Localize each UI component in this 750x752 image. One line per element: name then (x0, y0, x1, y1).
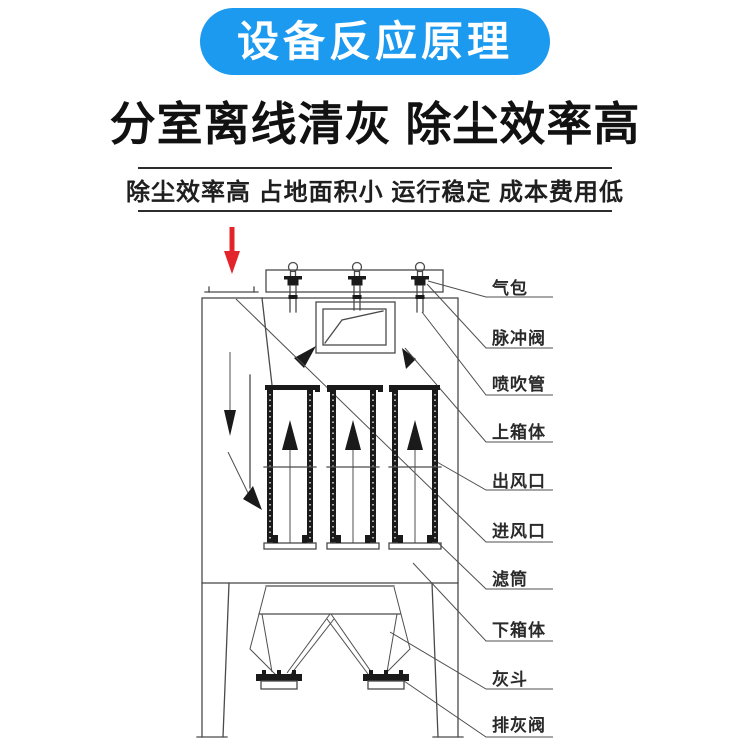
label-air-outlet: 出风口 (492, 472, 546, 491)
pulse-valve-3 (411, 261, 429, 313)
headline: 分室离线清灰 除尘效率高 (109, 98, 641, 150)
label-pulse-valve: 脉冲阀 (492, 329, 546, 348)
filter-cartridge-1 (263, 385, 320, 550)
label-filter-cartridge: 滤筒 (492, 570, 528, 589)
label-ash-hopper: 灰斗 (492, 670, 528, 689)
main-casing (201, 297, 459, 584)
outlet-window (315, 301, 396, 354)
label-air-reservoir: 气包 (492, 279, 528, 298)
subheadline: 除尘效率高 占地面积小 运行稳定 成本费用低 (126, 167, 623, 212)
discharge-valve-1 (256, 670, 302, 690)
section-banner-text: 设备反应原理 (236, 17, 513, 65)
leader-lines (235, 280, 553, 738)
clean-gas-arrow-right-icon (402, 348, 416, 369)
inlet-channel-flow (224, 297, 273, 510)
inlet-flow-arrow-icon (224, 227, 240, 274)
label-lower-casing: 下箱体 (492, 621, 546, 640)
label-air-inlet: 进风口 (492, 522, 546, 541)
filter-cartridge-2 (326, 385, 383, 550)
hopper-section (249, 585, 411, 676)
label-ash-discharge-valve: 排灰阀 (492, 716, 546, 735)
clean-gas-arrow-left-icon (294, 346, 316, 368)
discharge-valve-2 (363, 670, 409, 690)
inlet-flange (204, 286, 259, 293)
section-banner: 设备反应原理 (200, 8, 550, 75)
pulse-valve-1 (284, 261, 302, 313)
filter-cartridge-3 (388, 385, 442, 550)
support-leg-right (431, 582, 464, 738)
pulse-valve-2 (348, 261, 366, 311)
label-blow-pipe: 喷吹管 (492, 375, 546, 394)
label-upper-casing: 上箱体 (492, 423, 546, 442)
support-leg-left (196, 582, 230, 738)
